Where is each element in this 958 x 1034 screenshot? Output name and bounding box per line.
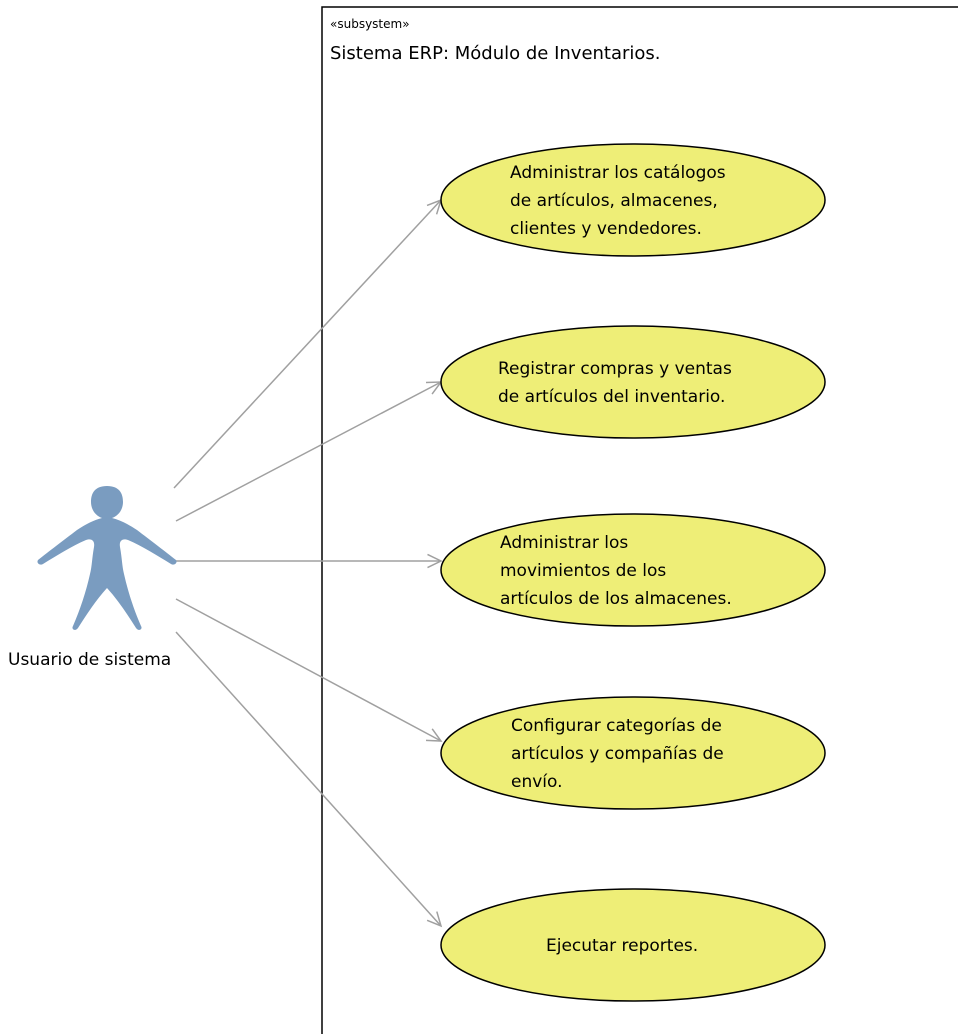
actor-usuario-de-sistema[interactable]: Usuario de sistema [8, 486, 177, 670]
association-arrowhead [426, 911, 443, 928]
use-case-label: Administrar los catálogos [510, 163, 726, 183]
use-case-label: clientes y vendedores. [510, 219, 702, 239]
use-case-label: de artículos, almacenes, [510, 191, 718, 211]
use-case-2[interactable]: Registrar compras y ventas de artículos d… [440, 325, 826, 439]
stick-figure-actor-icon [37, 486, 177, 630]
associations [173, 198, 443, 928]
use-case-ellipse [440, 888, 826, 1002]
use-case-label: movimientos de los [500, 561, 666, 581]
use-case-ellipse [440, 143, 826, 257]
use-case-ellipse [440, 325, 826, 439]
use-case-label: Registrar compras y ventas [498, 359, 732, 379]
use-case-ellipse [440, 513, 826, 627]
use-case-label: artículos y compañías de [511, 744, 724, 764]
subsystem-title: Sistema ERP: Módulo de Inventarios. [330, 43, 661, 64]
use-case-3[interactable]: Administrar los movimientos de los artícul… [440, 513, 826, 627]
use-case-4[interactable]: Configurar categorías de artículos y comp… [440, 696, 826, 810]
association-line [173, 199, 442, 489]
subsystem-boundary: «subsystem» Sistema ERP: Módulo de Inven… [321, 6, 958, 1034]
use-case-1[interactable]: Administrar los catálogos de artículos, a… [440, 143, 826, 257]
subsystem-stereotype: «subsystem» [330, 17, 410, 31]
subsystem-border [321, 6, 958, 1034]
use-case-label: de artículos del inventario. [498, 387, 725, 407]
use-case-label: artículos de los almacenes. [500, 589, 732, 609]
association-arrowhead [427, 553, 443, 569]
use-cases: Administrar los catálogos de artículos, a… [440, 143, 826, 1002]
actor-name: Usuario de sistema [8, 650, 171, 670]
association-arrowhead [425, 728, 443, 742]
use-case-label: Ejecutar reportes. [546, 936, 698, 956]
use-case-label: envío. [511, 772, 563, 792]
association-line [175, 598, 442, 742]
association-line [175, 631, 442, 927]
use-case-ellipse [440, 696, 826, 810]
association-line [175, 381, 442, 522]
use-case-label: Configurar categorías de [511, 716, 722, 736]
use-case-label: Administrar los [500, 533, 628, 553]
use-case-5[interactable]: Ejecutar reportes. [440, 888, 826, 1002]
